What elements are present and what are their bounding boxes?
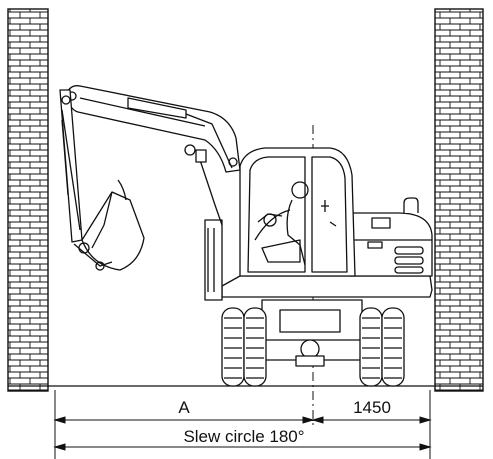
dozer-blade bbox=[195, 149, 223, 301]
boom bbox=[65, 85, 241, 173]
upper-structure bbox=[221, 197, 433, 298]
wheels-right bbox=[359, 307, 405, 387]
slew-circle-label: Slew circle 180° bbox=[183, 427, 304, 446]
bucket bbox=[73, 179, 145, 271]
dimension-1450-label: 1450 bbox=[353, 398, 391, 417]
dimension-lines bbox=[53, 390, 432, 459]
right-brick-wall bbox=[434, 8, 484, 392]
dimension-a-label: A bbox=[178, 398, 190, 417]
left-brick-wall bbox=[7, 8, 49, 392]
cab bbox=[239, 147, 356, 277]
excavator bbox=[59, 85, 433, 387]
undercarriage bbox=[249, 299, 373, 367]
wheels-left bbox=[221, 307, 267, 387]
